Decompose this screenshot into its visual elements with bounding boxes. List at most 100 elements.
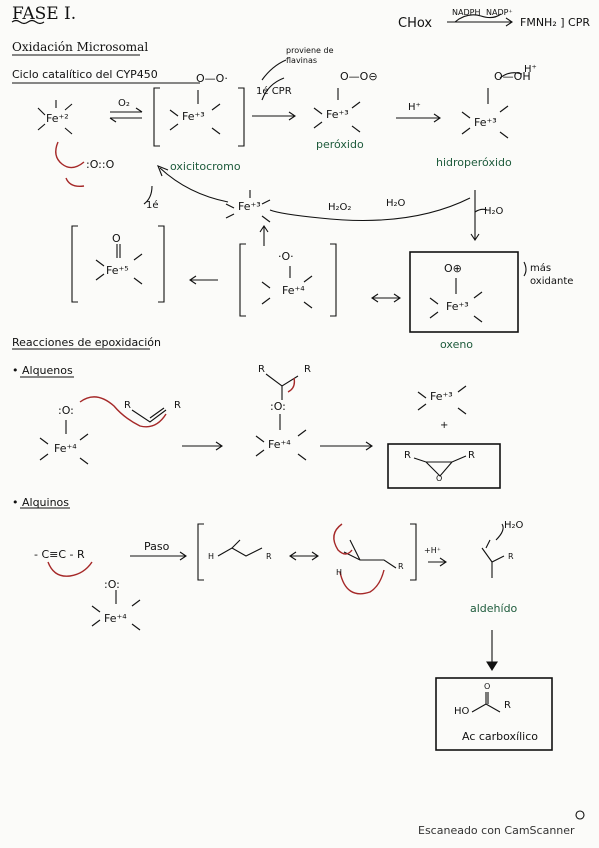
phase-underline (11, 19, 45, 25)
arrowhead-down-oxene (470, 233, 480, 241)
fe3-ligands-1 (169, 90, 221, 135)
label-more-oxidant: más oxidante (530, 263, 574, 287)
cycle-title: Ciclo catalítico del CYP450 (12, 68, 158, 81)
fe3-oxene-label: Fe⁺³ (446, 300, 469, 313)
aldehyde-curve (495, 523, 504, 541)
alkyne-h-plus: +H⁺ (424, 546, 441, 555)
o2-arrowhead-back (109, 117, 117, 123)
step-arrowhead (179, 551, 187, 561)
epoxidation-title: Reacciones de epoxidación (12, 336, 161, 349)
h2o-label-2: H₂O (386, 198, 406, 209)
intermediate-bonds (265, 373, 299, 400)
fe3-center-label: Fe⁺³ (238, 200, 261, 213)
h-plus-curve (499, 72, 523, 79)
scanner-footer: Escaneado con CamScanner (418, 824, 575, 837)
fe4-label: Fe⁺⁴ (282, 284, 305, 297)
alkene-o-dots: :O: (58, 404, 74, 417)
acid-bonds (471, 692, 501, 713)
alkenes-title: • Alquenos (12, 364, 73, 377)
epoxide-o: O (436, 474, 443, 483)
label-hydroperoxide: hidroperóxido (436, 156, 512, 169)
h-plus-label-2: H⁺ (524, 64, 537, 75)
alkene-fe4: Fe⁺⁴ (54, 442, 77, 455)
label-aldehyde: aldehído (470, 602, 518, 615)
epoxide-box (387, 443, 501, 489)
alkene-bond (131, 407, 167, 423)
phase-title: FASE I. (12, 4, 77, 24)
o-double-label: O (112, 232, 121, 245)
aldehyde-r: R (508, 552, 514, 561)
resonance-arrowhead-1 (189, 275, 197, 285)
flavin-curve (261, 59, 287, 81)
electron-cpr: 1é CPR (256, 86, 292, 97)
resonance-arrowhead-2a (371, 293, 379, 303)
product-fe3: Fe⁺³ (430, 390, 453, 403)
alkene-r1: R (124, 400, 131, 411)
alkyne-o-dots: :O: (104, 578, 120, 591)
o2-arrowhead (135, 107, 143, 113)
alkyne-h2o: H₂O (504, 520, 524, 531)
o2-label: O₂ (118, 98, 130, 109)
ketene-r: R (266, 552, 272, 561)
section-title: Oxidación Microsomal (12, 40, 149, 54)
o-plus-label: O⊕ (444, 262, 462, 275)
oxidant-tick (523, 261, 527, 277)
ketene-bonds (217, 539, 263, 557)
intermediate-fe4: Fe⁺⁴ (268, 438, 291, 451)
epoxide-r1: R (404, 450, 411, 461)
bracket-right-fe5 (158, 225, 165, 303)
fe3-label-2: Fe⁺³ (326, 108, 349, 121)
acid-box (435, 677, 553, 751)
epoxide-ring (413, 455, 467, 477)
label-oxycomplex: oxicitocromo (170, 160, 241, 173)
peroxy-label: O—O· (196, 72, 228, 85)
h2o2-label: H₂O₂ (328, 202, 352, 213)
label-oxene: oxeno (440, 338, 474, 351)
bracket-right-1 (238, 87, 245, 147)
oxirene-r: R (398, 562, 404, 571)
return-curve (269, 197, 471, 222)
red-arrow-intermediate (287, 377, 296, 393)
epoxide-r2: R (468, 450, 475, 461)
fe3-label-3: Fe⁺³ (474, 116, 497, 129)
cofactor-nadp: NADP⁺ (486, 8, 513, 17)
alkene-r2: R (174, 400, 181, 411)
corner-mark (575, 810, 585, 820)
red-arrow-alkene (79, 396, 167, 428)
superoxo-label: O—O⊖ (340, 70, 378, 83)
arrowhead-hydroperoxide (433, 113, 441, 123)
fe4-ligands (261, 266, 313, 309)
fe3-center-ligands (225, 190, 271, 223)
ch-ox: CHox (398, 16, 433, 31)
alkene-arrowhead (215, 441, 223, 451)
resonance-arrowhead-2b (393, 293, 401, 303)
oxene-box (409, 251, 519, 333)
bracket-left-fe5 (71, 225, 78, 303)
h-plus-arrowhead (439, 557, 447, 567)
fe5-label: Fe⁺⁵ (106, 264, 129, 277)
fe4-alkyne-ligands (91, 590, 141, 631)
bracket-left-fe4 (239, 243, 246, 317)
acid-r: R (504, 700, 511, 711)
arrowhead-up-center (259, 225, 269, 233)
arrowhead-down-acid (486, 661, 498, 672)
fe3-label-1: Fe⁺³ (182, 110, 205, 123)
cofactor-nadph: NADPH (452, 8, 481, 17)
h2o-curve (474, 208, 488, 213)
red-curly-o2 (55, 141, 85, 188)
aldehyde-bonds (481, 539, 505, 578)
acid-o: O (484, 682, 491, 691)
hydroperoxo-label: O—OH (494, 70, 531, 83)
product-plus: + (440, 420, 449, 431)
red-arrow-alkyne (47, 561, 93, 577)
bracket-right-alkyne (410, 523, 417, 581)
fe3-product-ligands (417, 385, 467, 415)
electron-curve (261, 77, 285, 101)
alkyne-formula: - C≡C - R (34, 548, 85, 561)
h-plus-label: H⁺ (408, 102, 421, 113)
acid-ho: HO (454, 706, 470, 717)
oxirene-bonds (343, 539, 397, 569)
return-arrowhead (157, 165, 169, 177)
